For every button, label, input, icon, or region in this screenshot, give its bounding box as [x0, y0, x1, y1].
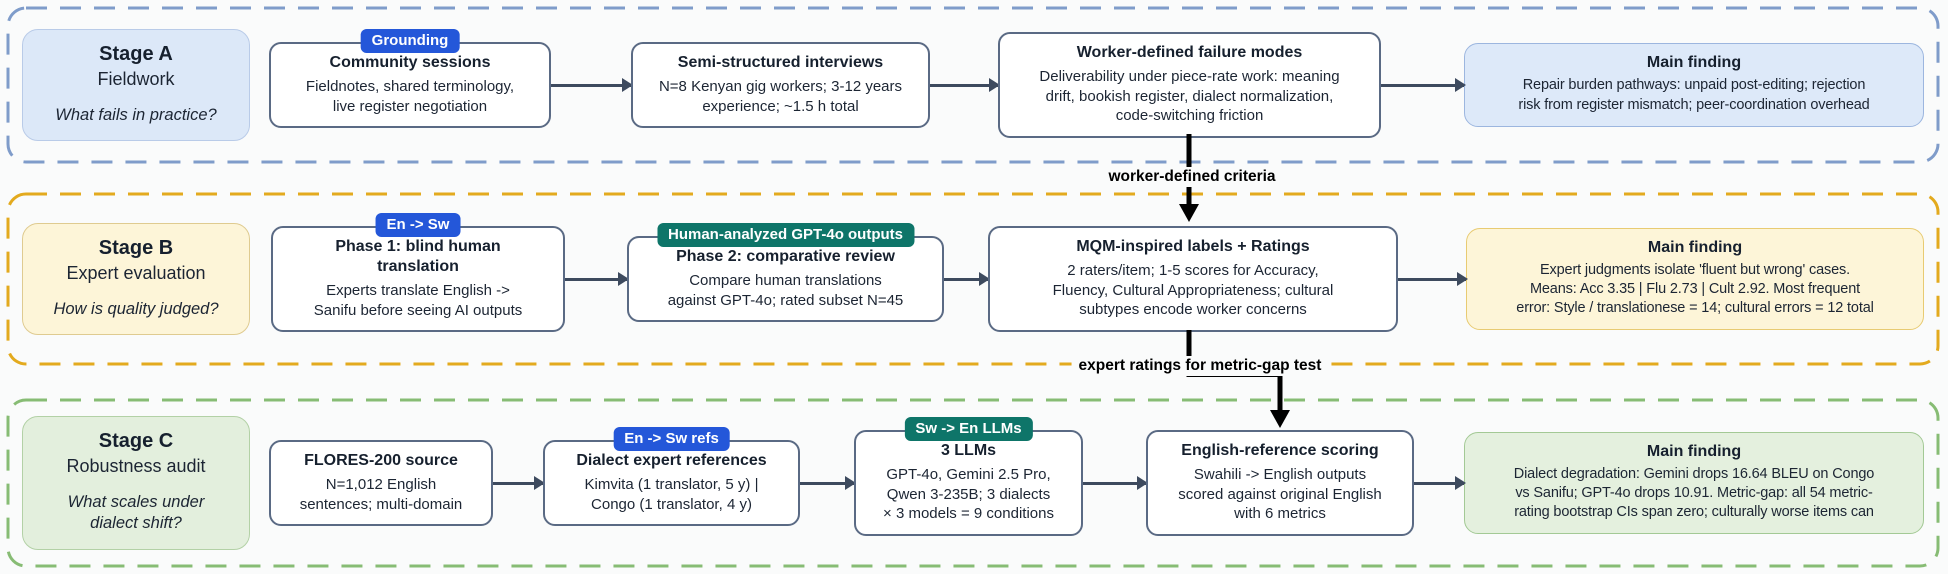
box-title: Semi-structured interviews	[677, 54, 884, 71]
stage-b-label-box: Stage B Expert evaluation How is quality…	[22, 222, 250, 336]
stage-c-title: Stage C	[98, 430, 174, 453]
main-finding-title: Main finding	[1646, 442, 1742, 460]
stage-b-subtitle: Expert evaluation	[66, 262, 206, 283]
box-title: English-reference scoring	[1181, 442, 1379, 460]
box-title: Dialect expert references	[576, 452, 767, 469]
stage-b-title: Stage B	[98, 236, 174, 259]
box-body: Swahili -> English outputs scored agains…	[1178, 466, 1382, 523]
main-finding-box-stage-a: Main finding Repair burden pathways: unp…	[1464, 43, 1924, 127]
stage-c-row: Stage C Robustness audit What scales und…	[6, 398, 1940, 568]
stage-a-subtitle: Fieldwork	[97, 68, 175, 89]
box-title: Worker-defined failure modes	[1076, 44, 1303, 62]
stage-b-row: Stage B Expert evaluation How is quality…	[6, 192, 1940, 366]
box-title: Community sessions	[329, 54, 491, 71]
arrow-right-icon	[1414, 476, 1466, 490]
arrow-right-icon	[944, 272, 990, 286]
main-finding-box-stage-b: Main finding Expert judgments isolate 'f…	[1466, 227, 1924, 331]
stage-a-title: Stage A	[99, 42, 173, 65]
stage-c-question: What scales under dialect shift?	[67, 493, 205, 532]
main-finding-body: Expert judgments isolate 'fluent but wro…	[1516, 261, 1874, 317]
flow-box-english-reference-scoring: English-reference scoring Swahili -> Eng…	[1146, 430, 1414, 536]
flow-box-phase-1-blind-human-translation: En -> Sw Phase 1: blind human translatio…	[271, 213, 565, 332]
flow-box-community-sessions: Grounding Community sessions Fieldnotes,…	[269, 29, 551, 128]
box-title: FLORES-200 source	[304, 452, 458, 469]
stage-c-subtitle: Robustness audit	[66, 456, 206, 477]
flow-box-dialect-expert-references: En -> Sw refs Dialect expert references …	[543, 427, 800, 526]
stage-a-question: What fails in practice?	[55, 105, 217, 124]
flow-box-phase-2-comparative-review: Human-analyzed GPT-4o outputs Phase 2: c…	[627, 223, 944, 322]
stage-a-row: Stage A Fieldwork What fails in practice…	[6, 6, 1940, 164]
box-body: 2 raters/item; 1-5 scores for Accuracy, …	[1052, 262, 1334, 319]
box-title: MQM-inspired labels + Ratings	[1076, 238, 1310, 256]
box-body: Experts translate English -> Sanifu befo…	[313, 282, 523, 319]
box-body: GPT-4o, Gemini 2.5 Pro, Qwen 3-235B; 3 d…	[883, 466, 1054, 523]
arrow-right-icon	[493, 476, 545, 490]
arrow-right-icon	[1398, 272, 1468, 286]
box-title: Phase 2: comparative review	[676, 248, 895, 265]
stage-a-label-box: Stage A Fieldwork What fails in practice…	[22, 28, 250, 142]
main-finding-body: Dialect degradation: Gemini drops 16.64 …	[1513, 465, 1875, 521]
badge-en-to-sw: En -> Sw	[375, 213, 461, 237]
connector-label-expert-ratings-metric-gap: expert ratings for metric-gap test	[1071, 356, 1329, 376]
box-body: Kimvita (1 translator, 5 y) | Congo (1 t…	[584, 476, 759, 513]
badge-sw-to-en-llms: Sw -> En LLMs	[904, 417, 1033, 442]
arrow-right-icon	[930, 78, 1000, 92]
badge-human-analyzed-gpt4o-outputs: Human-analyzed GPT-4o outputs	[656, 223, 915, 247]
box-title: Phase 1: blind human translation	[335, 238, 501, 275]
badge-en-to-sw-refs: En -> Sw refs	[613, 427, 730, 451]
box-body: Compare human translations against GPT-4…	[667, 272, 904, 309]
flow-box-flores-200-source: FLORES-200 source N=1,012 English senten…	[269, 440, 493, 526]
main-finding-body: Repair burden pathways: unpaid post-edit…	[1518, 77, 1870, 113]
arrow-right-icon	[1381, 78, 1466, 92]
box-body: Deliverability under piece-rate work: me…	[1039, 68, 1340, 125]
flow-box-semi-structured-interviews: Semi-structured interviews N=8 Kenyan gi…	[631, 42, 930, 128]
main-finding-title: Main finding	[1646, 54, 1742, 72]
box-body: Fieldnotes, shared terminology, live reg…	[305, 78, 515, 115]
box-body: N=8 Kenyan gig workers; 3-12 years exper…	[658, 78, 903, 115]
stage-c-label-box: Stage C Robustness audit What scales und…	[22, 416, 250, 550]
flow-box-mqm-inspired-labels-ratings: MQM-inspired labels + Ratings 2 raters/i…	[988, 226, 1398, 332]
flow-box-3-llms: Sw -> En LLMs 3 LLMs GPT-4o, Gemini 2.5 …	[854, 417, 1083, 536]
arrow-right-icon	[800, 476, 856, 490]
arrow-right-icon	[551, 78, 633, 92]
box-title: 3 LLMs	[940, 442, 997, 460]
arrow-right-icon	[565, 272, 629, 286]
box-body: N=1,012 English sentences; multi-domain	[299, 476, 463, 513]
arrow-right-icon	[1083, 476, 1148, 490]
main-finding-title: Main finding	[1647, 238, 1743, 256]
flow-box-worker-defined-failure-modes: Worker-defined failure modes Deliverabil…	[998, 32, 1381, 138]
badge-grounding: Grounding	[360, 29, 460, 53]
main-finding-box-stage-c: Main finding Dialect degradation: Gemini…	[1464, 431, 1924, 535]
stage-b-question: How is quality judged?	[53, 299, 219, 318]
connector-label-worker-defined-criteria: worker-defined criteria	[1101, 167, 1283, 187]
